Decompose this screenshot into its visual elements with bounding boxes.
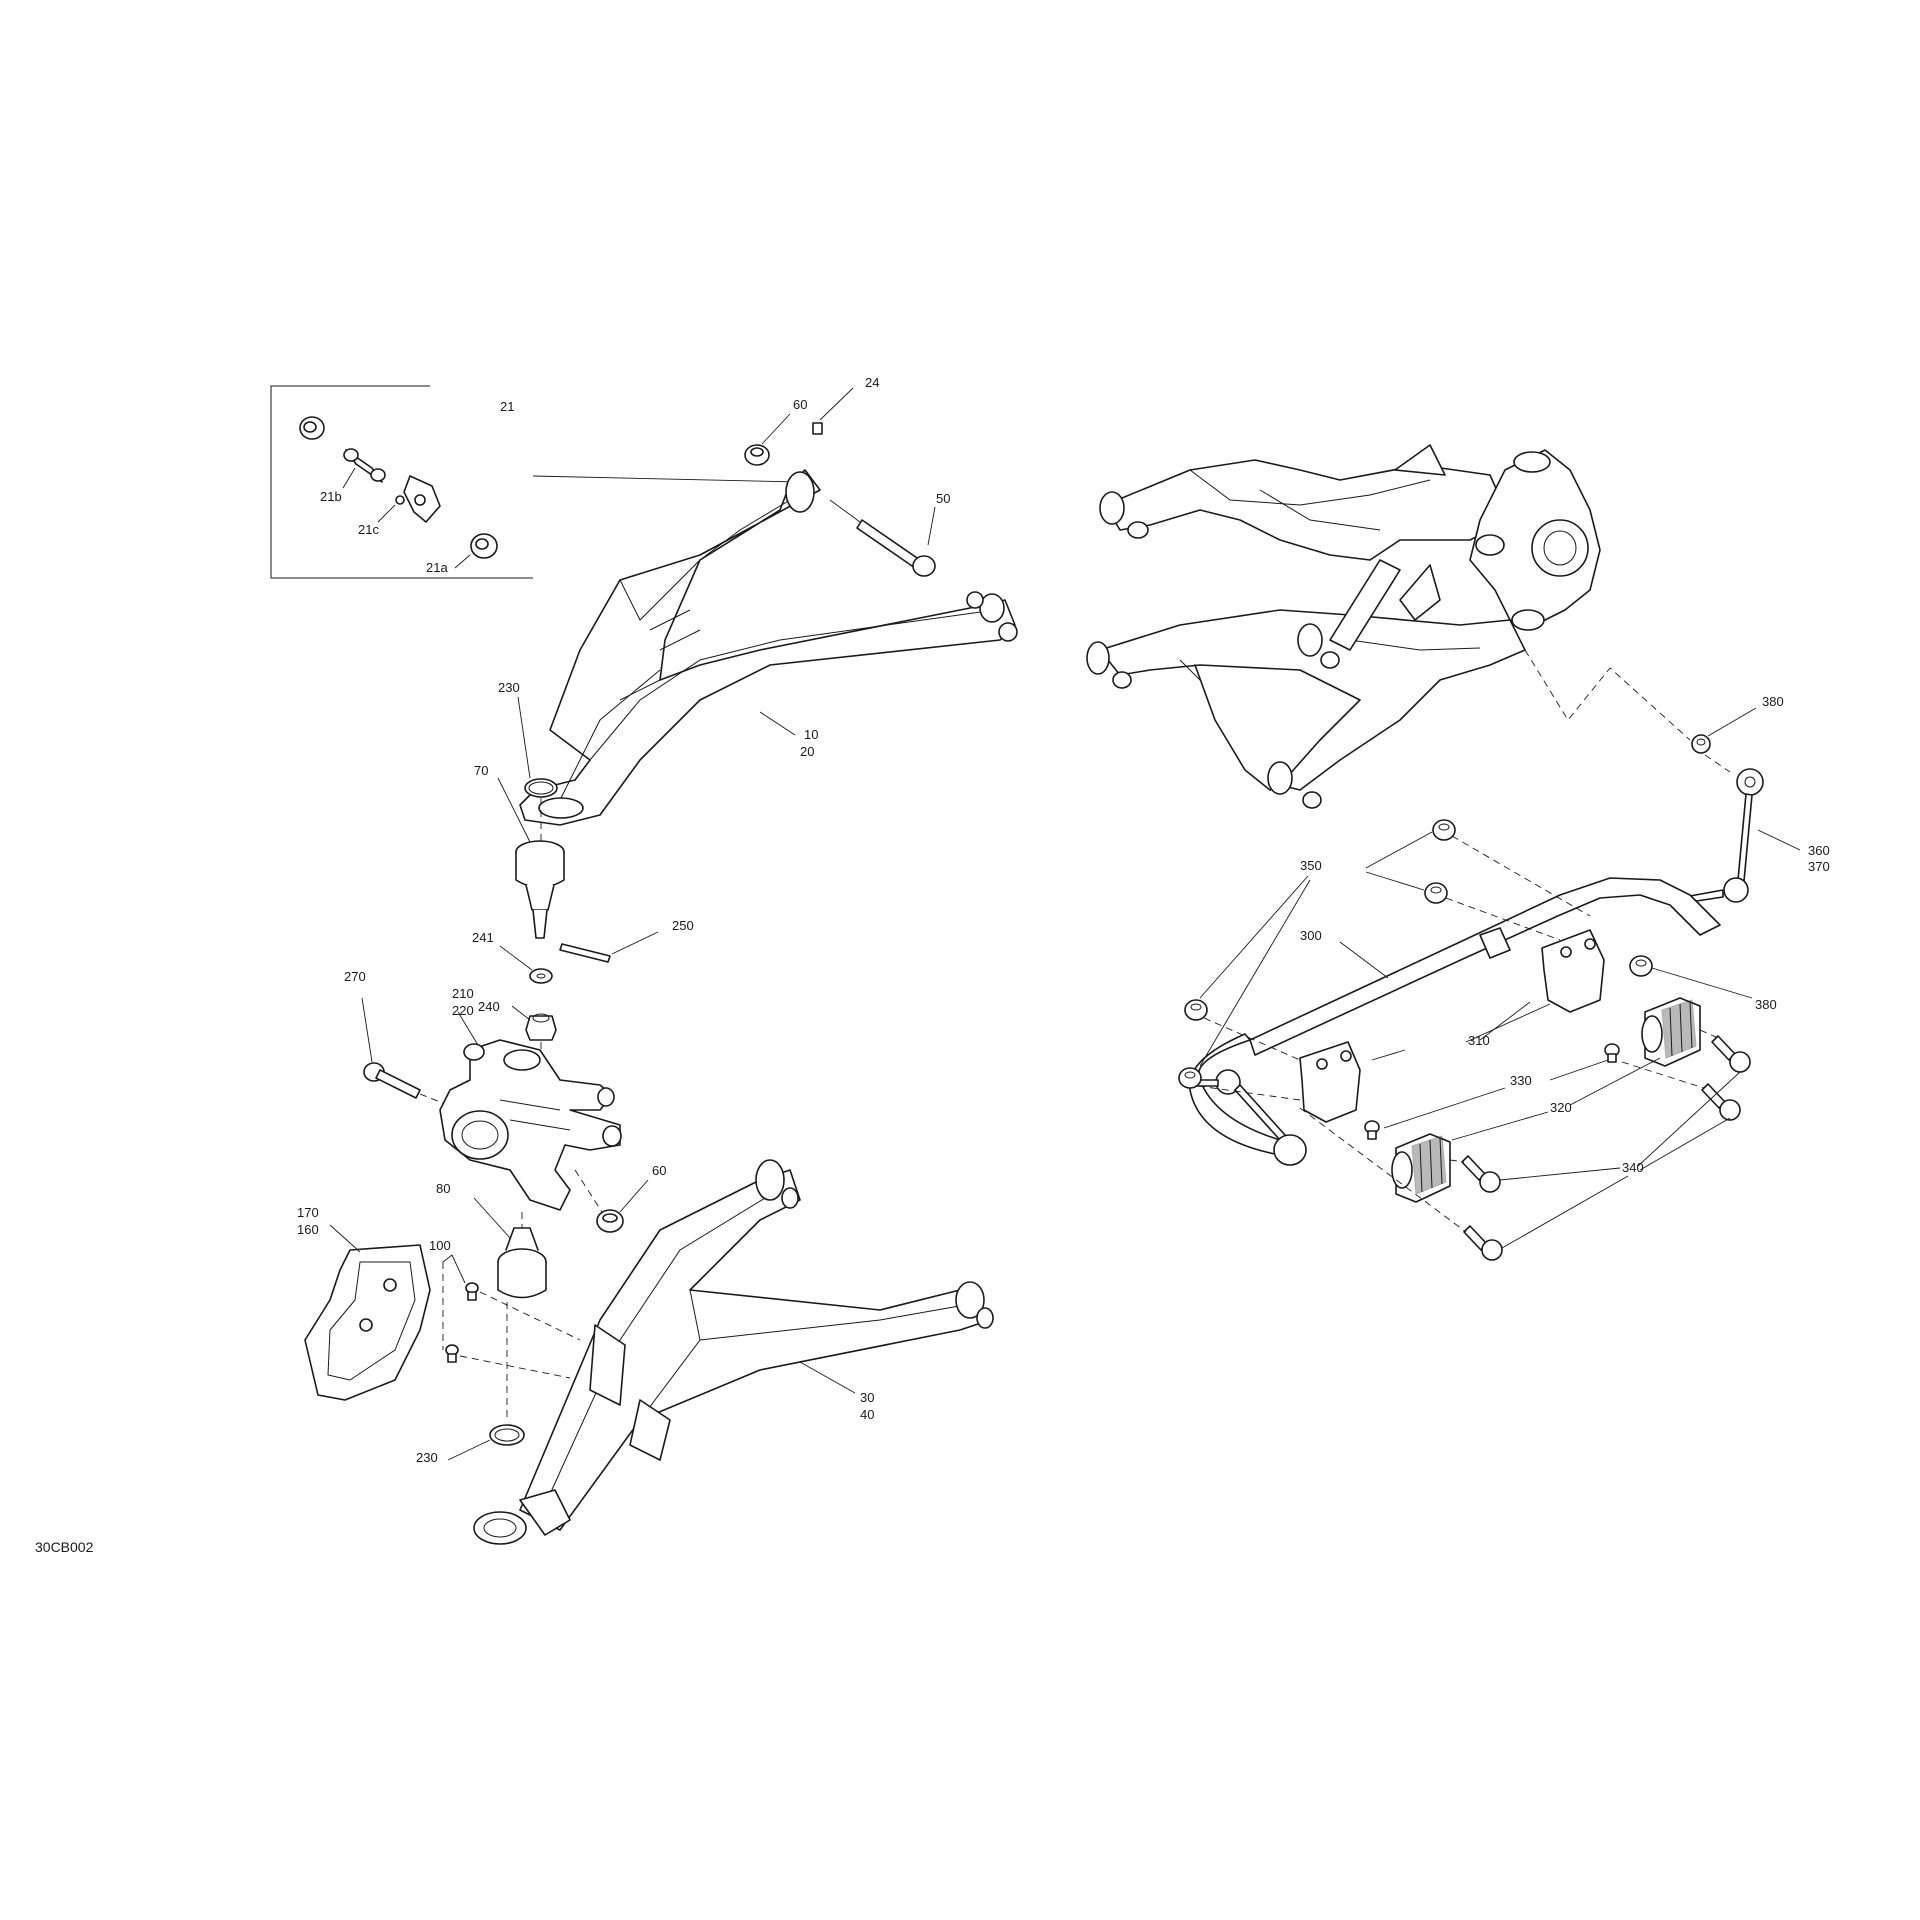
bolt-340-d [1463,1225,1503,1261]
callout-100: 100 [429,1238,451,1253]
retaining-ring-230-upper [524,778,558,798]
callout-380-lower: 380 [1755,997,1777,1012]
steering-knuckle [439,1039,622,1211]
callout-240: 240 [478,999,500,1014]
callout-60-top: 60 [793,397,807,412]
callout-10: 10 [804,727,818,742]
callout-24: 24 [865,375,879,390]
nut-350-d [1178,1067,1202,1089]
callout-340: 340 [1622,1160,1644,1175]
callout-220: 220 [452,1003,474,1018]
bracket-310-left [1299,1041,1361,1123]
nut-350-b [1424,882,1448,904]
plate-part [403,475,441,523]
callout-160: 160 [297,1222,319,1237]
bushing-320-left [1391,1133,1451,1203]
callout-60-bottom: 60 [652,1163,666,1178]
callout-70: 70 [474,763,488,778]
callout-320: 320 [1550,1100,1572,1115]
assembled-suspension-view [1086,444,1601,809]
lower-a-arm [473,1159,994,1545]
callout-370: 370 [1808,859,1830,874]
callout-380-top: 380 [1762,694,1784,709]
nut-240 [525,1013,557,1041]
screw-100-a [465,1282,479,1301]
sway-bar-link [1689,768,1764,903]
callout-20: 20 [800,744,814,759]
bushing-part-b [470,533,498,559]
inset-label-21b: 21b [320,489,342,504]
callout-170: 170 [297,1205,319,1220]
callout-310: 310 [1468,1033,1490,1048]
screw-330-b [1364,1120,1380,1140]
bracket-310-right [1541,929,1605,1013]
nut-380-top [1691,734,1711,754]
nut-60-bottom [596,1209,624,1233]
nut-350-c [1184,999,1208,1021]
sleeve-part [343,448,386,483]
callout-300: 300 [1300,928,1322,943]
bolt-270 [363,1062,421,1099]
bushing-320-right [1641,997,1701,1067]
callout-80: 80 [436,1181,450,1196]
washer-241 [529,968,553,984]
callout-270: 270 [344,969,366,984]
bushing-part [299,416,325,440]
drawing-code: 30CB002 [35,1539,94,1555]
callout-230-upper: 230 [498,680,520,695]
callout-50: 50 [936,491,950,506]
skid-plate-guard [304,1244,431,1401]
bolt-340-c [1461,1155,1501,1193]
inset-label-21c: 21c [358,522,379,537]
callout-350: 350 [1300,858,1322,873]
bolt-340-a [1711,1035,1751,1073]
lower-ball-joint-80 [497,1227,547,1299]
callout-250: 250 [672,918,694,933]
sway-bar [1188,877,1721,1156]
nut-350-a [1432,819,1456,841]
callout-330: 330 [1510,1073,1532,1088]
bushing-kit-inset: 21 21b 21c 21a [270,385,801,579]
retaining-ring-230-lower [489,1424,525,1446]
screw-330-a [1604,1043,1620,1063]
callout-230-lower: 230 [416,1450,438,1465]
upper-a-arm [519,469,1018,826]
callout-360: 360 [1808,843,1830,858]
grease-fitting-24 [812,422,823,435]
cotter-pin-250 [559,943,611,963]
callout-40: 40 [860,1407,874,1422]
callout-241: 241 [472,930,494,945]
inset-title: 21 [500,399,514,414]
bolt-50 [856,519,936,577]
nut-60-top [744,444,770,466]
inset-label-21a: 21a [426,560,448,575]
callout-210: 210 [452,986,474,1001]
upper-ball-joint-70 [515,840,565,939]
screw-100-b [445,1344,459,1363]
nut-380-lower [1629,955,1653,977]
callout-30: 30 [860,1390,874,1405]
